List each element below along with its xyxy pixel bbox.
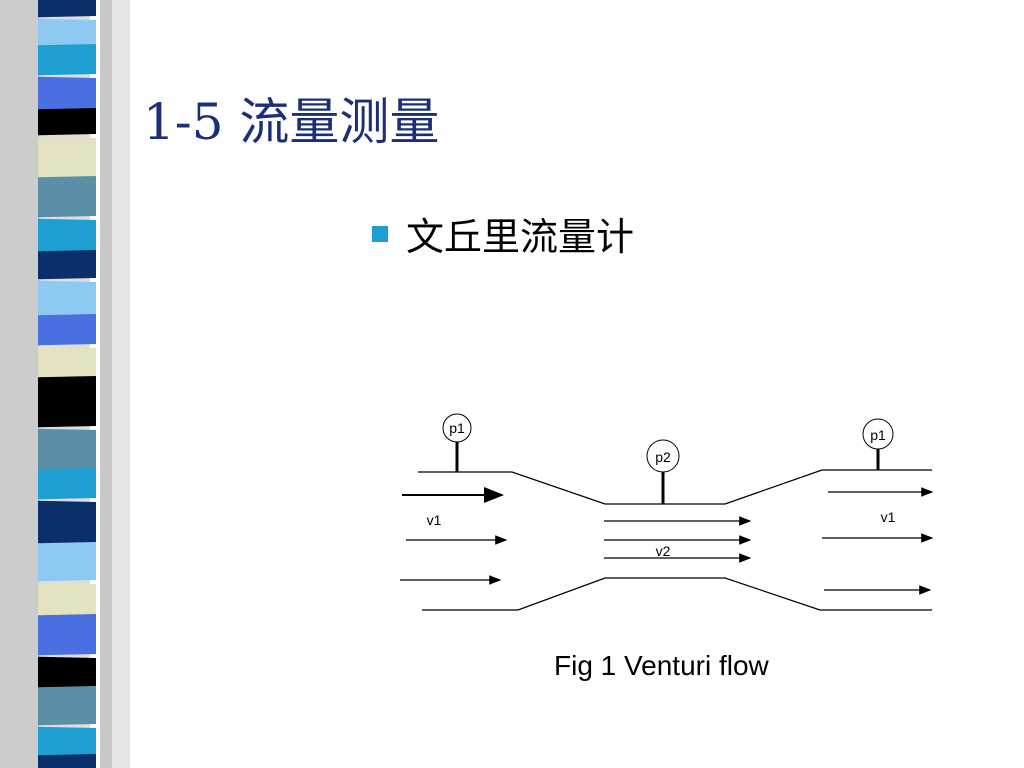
pressure-gauge-right: p1 xyxy=(862,418,894,470)
stripe-block xyxy=(38,613,96,656)
stripe-block xyxy=(38,76,96,113)
bullet-square-icon xyxy=(372,225,388,242)
stripe-block xyxy=(38,428,96,473)
stripe-block xyxy=(38,346,96,381)
stripe-block xyxy=(38,218,96,255)
stripe-block xyxy=(38,0,96,18)
bullet-item: 文丘里流量计 xyxy=(372,206,634,261)
gauge-label-p1-right: p1 xyxy=(870,427,886,443)
pipe-upper-wall xyxy=(418,469,932,505)
velocity-label-v2: v2 xyxy=(656,543,671,559)
stripe-block xyxy=(38,753,96,768)
stripe-block xyxy=(38,467,96,500)
stripe-block xyxy=(38,685,96,726)
stripe-block xyxy=(38,313,96,346)
gauge-label-p1-left: p1 xyxy=(449,420,465,436)
stripe-block xyxy=(38,249,96,280)
bullet-text: 文丘里流量计 xyxy=(406,215,635,259)
figure-caption: Fig 1 Venturi flow xyxy=(554,650,769,681)
decorative-side-stripe xyxy=(0,0,130,768)
velocity-label-v1-left: v1 xyxy=(427,512,442,528)
velocity-label-v1-right: v1 xyxy=(881,509,896,525)
stripe-block xyxy=(38,280,96,319)
stripe-block xyxy=(38,582,96,619)
stripe-block xyxy=(38,18,96,49)
stripe-block xyxy=(38,43,96,76)
venturi-diagram: p1 p2 p1 v1 v2 v1 xyxy=(400,413,934,611)
stripe-block xyxy=(38,541,96,582)
stripe-block xyxy=(38,656,96,691)
pressure-gauge-throat: p2 xyxy=(646,439,680,504)
stripe-block xyxy=(38,500,96,547)
stripe-block xyxy=(38,107,96,136)
stripe-block xyxy=(38,175,96,218)
stripe-block xyxy=(38,136,96,181)
gauge-label-p2: p2 xyxy=(655,449,671,465)
pipe-lower-wall xyxy=(422,577,932,611)
stripe-block xyxy=(38,375,96,428)
pressure-gauge-left: p1 xyxy=(442,413,472,472)
stripe-block xyxy=(38,726,96,759)
slide-title: 1-5 流量测量 xyxy=(143,93,440,151)
